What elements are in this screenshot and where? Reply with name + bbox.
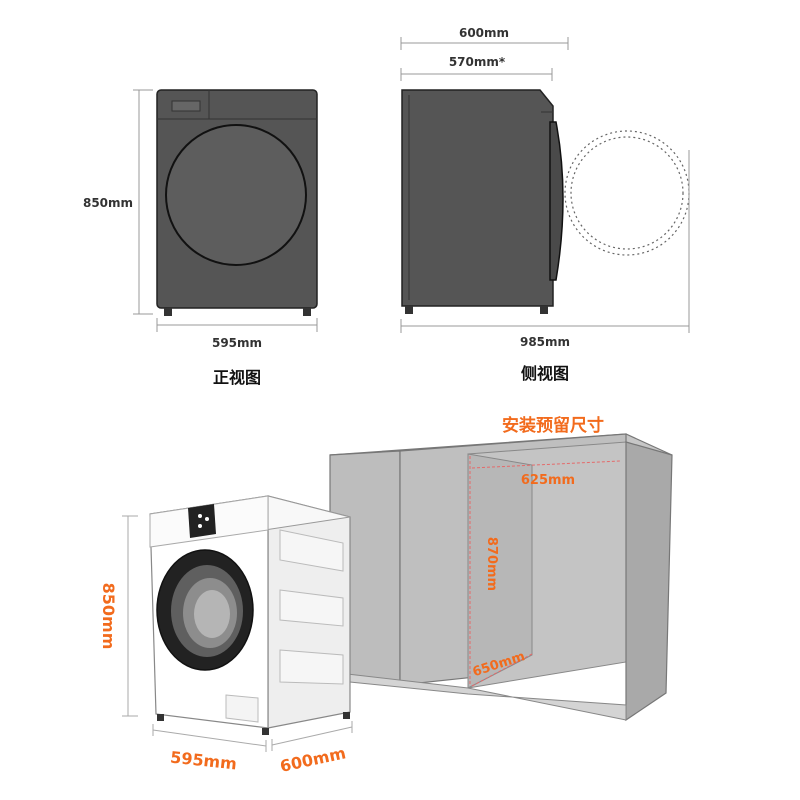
side-total-depth-dimension-line bbox=[400, 37, 569, 50]
front-height-label: 850mm bbox=[83, 196, 133, 210]
front-height-dimension-line bbox=[133, 89, 153, 315]
side-view: 600mm 570mm* 985mm bbox=[400, 26, 690, 383]
front-view-caption: 正视图 bbox=[213, 368, 261, 387]
side-body-depth-dimension-line bbox=[400, 68, 553, 81]
installation-cabinet bbox=[329, 433, 673, 722]
side-view-caption: 侧视图 bbox=[521, 364, 569, 383]
perspective-machine bbox=[149, 495, 351, 735]
front-view: 850mm 595mm 正视图 bbox=[83, 89, 318, 387]
perspective-width-label: 595mm bbox=[169, 748, 237, 774]
installation-depth-line bbox=[471, 653, 533, 687]
front-width-dimension-line bbox=[156, 318, 318, 332]
front-machine bbox=[156, 89, 318, 316]
perspective-depth-line bbox=[271, 721, 353, 751]
perspective-width-line bbox=[152, 724, 267, 752]
side-open-door-outline bbox=[564, 130, 690, 256]
installation-height-label: 870mm bbox=[484, 537, 499, 591]
side-machine bbox=[401, 89, 564, 314]
front-width-label: 595mm bbox=[212, 336, 262, 350]
installation-title: 安装预留尺寸 bbox=[502, 415, 604, 436]
installation-width-label: 625mm bbox=[521, 473, 575, 488]
side-door-open-dimension-line bbox=[400, 150, 690, 333]
perspective-depth-label: 600mm bbox=[278, 743, 347, 775]
side-door-open-label: 985mm bbox=[520, 335, 570, 349]
perspective-height-label: 850mm bbox=[99, 583, 118, 650]
side-body-depth-label: 570mm* bbox=[449, 55, 506, 69]
perspective-height-line bbox=[122, 515, 138, 717]
side-total-depth-label: 600mm bbox=[459, 26, 509, 40]
